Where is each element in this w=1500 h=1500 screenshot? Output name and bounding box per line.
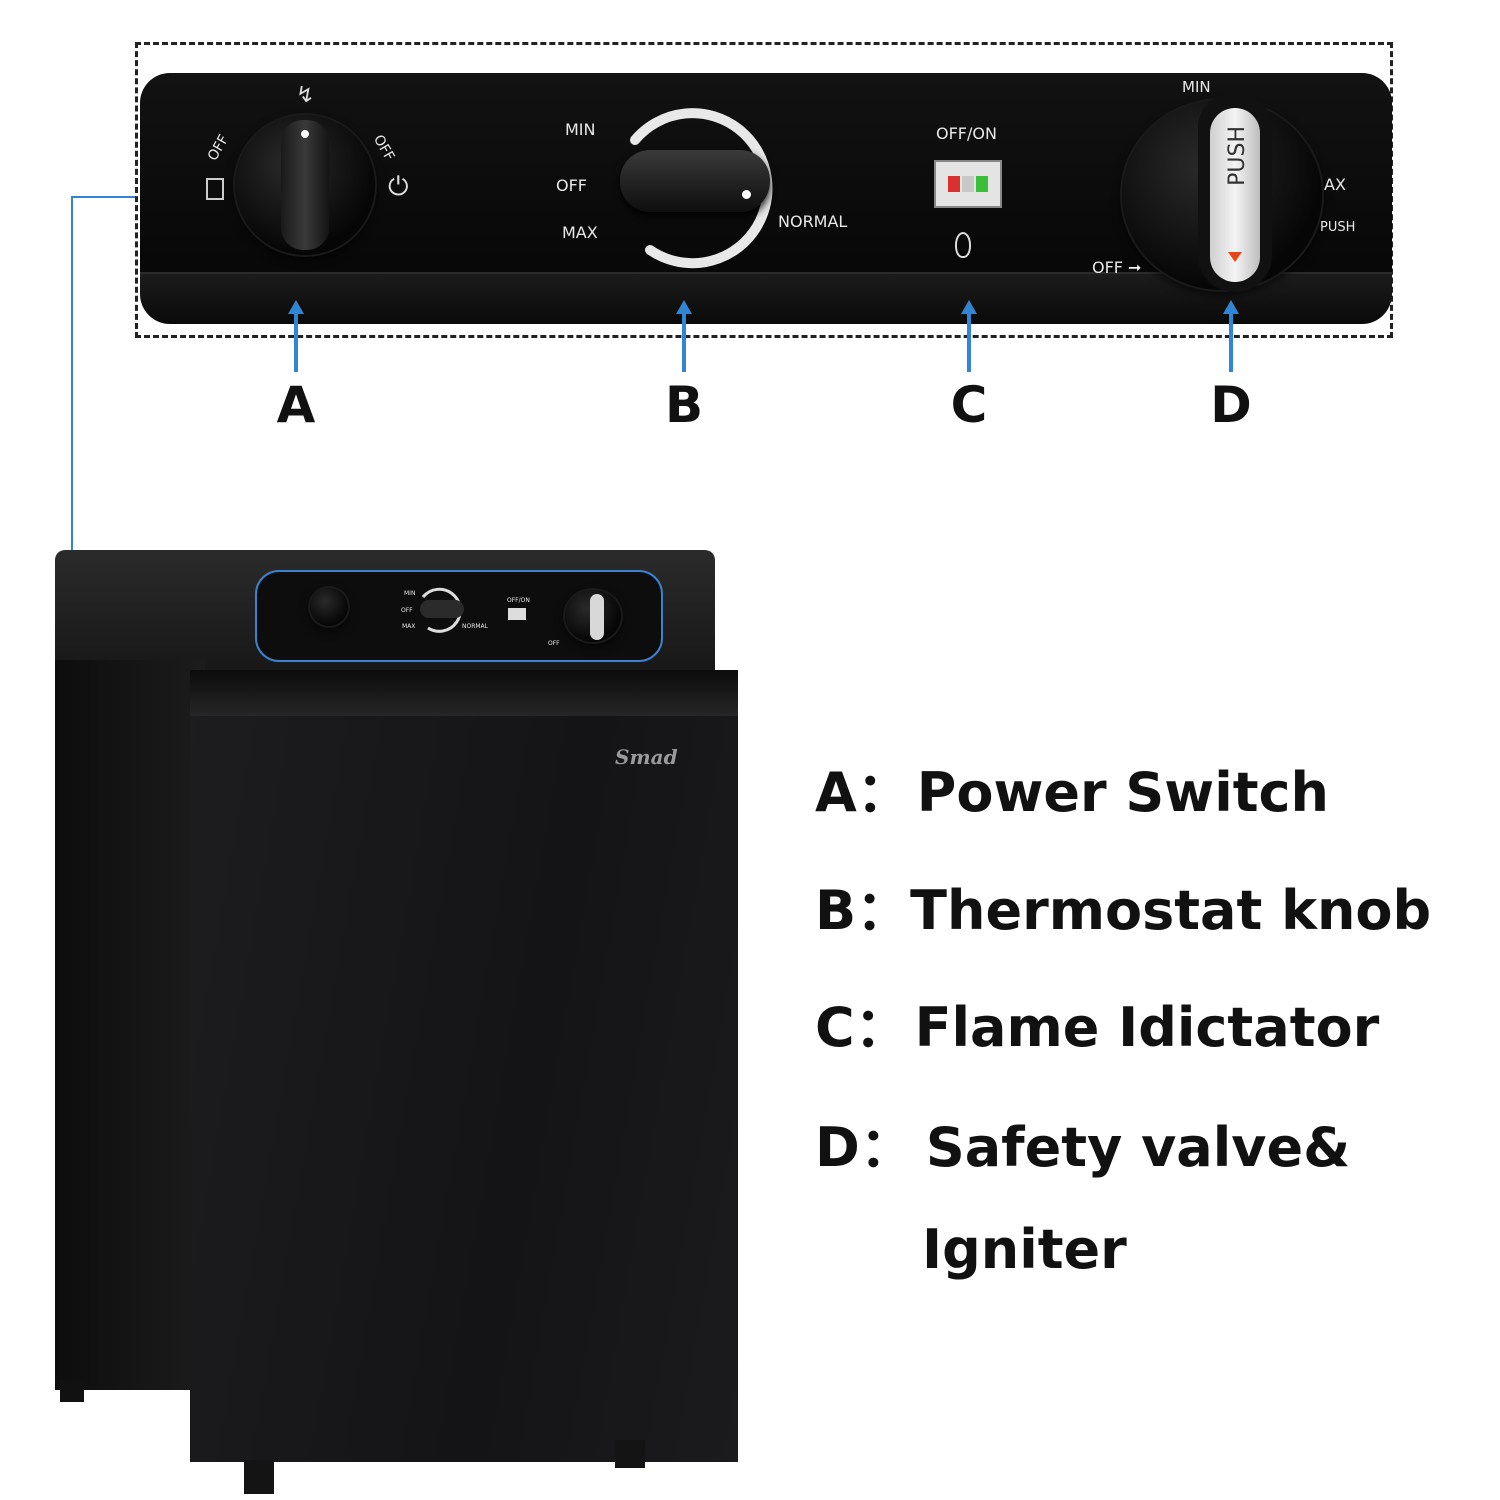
flame-indicator-window <box>934 160 1002 208</box>
mini-thermostat-knob <box>420 600 464 618</box>
legend-sep: ： <box>854 996 909 1059</box>
thermostat-off-label: OFF <box>556 176 587 195</box>
safety-valve-knob[interactable]: PUSH <box>1122 92 1322 292</box>
legend-text: Igniter <box>922 1218 1127 1281</box>
mini-max-label: MAX <box>402 623 416 630</box>
mini-safety-valve-pill <box>590 594 604 640</box>
mini-d-off-label: OFF <box>548 640 560 647</box>
legend-text: Safety valve& <box>925 1116 1351 1179</box>
safety-valve-off-arrow-icon: ➞ <box>1128 258 1142 277</box>
callout-letter-c: C <box>950 376 988 434</box>
legend-text: Flame Idictator <box>914 996 1380 1059</box>
flame-indicator-label: OFF/ON <box>936 124 997 143</box>
safety-valve-min-label: MIN <box>1182 78 1211 96</box>
fridge-foot-front-left <box>244 1460 274 1494</box>
legend-letter: D <box>815 1116 860 1179</box>
thermostat-min-label: MIN <box>565 120 596 139</box>
callout-arrow-c-head <box>961 300 977 314</box>
safety-valve-max-label: AX <box>1324 175 1346 194</box>
legend-letter: B <box>815 879 857 942</box>
legend-sep: ： <box>856 761 911 824</box>
callout-letter-a: A <box>276 376 316 434</box>
callout-arrow-d-head <box>1223 300 1239 314</box>
legend-letter: A <box>815 761 857 824</box>
callout-arrow-a-head <box>288 300 304 314</box>
safety-valve-push-label: PUSH <box>1320 220 1356 235</box>
callout-letter-d: D <box>1210 376 1252 434</box>
fridge-side <box>55 660 205 1390</box>
mini-power-switch-knob <box>310 588 348 626</box>
legend-item-a: A：Power Switch <box>815 748 1329 827</box>
callout-arrow-b-line <box>682 312 686 372</box>
legend-letter: C <box>815 996 855 1059</box>
legend-text: Power Switch <box>916 761 1329 824</box>
legend-item-d: D：Safety valve& <box>815 1103 1350 1182</box>
mini-indicator-window <box>508 608 526 620</box>
callout-arrow-c-line <box>967 312 971 372</box>
gas-flame-icon: ↯ <box>296 83 315 108</box>
safety-valve-off-label: OFF <box>1092 258 1123 277</box>
thermostat-normal-label: NORMAL <box>778 212 848 231</box>
flame-icon <box>955 232 971 258</box>
legend-item-d-continued: Igniter <box>922 1218 1127 1281</box>
legend-item-c: C：Flame Idictator <box>815 983 1379 1062</box>
thermostat-knob[interactable] <box>620 150 770 212</box>
legend-sep: ： <box>856 879 911 942</box>
thermostat-max-label: MAX <box>562 223 598 242</box>
legend-sep: ： <box>859 1116 914 1179</box>
battery-icon <box>206 178 224 200</box>
fridge-brand-logo: Smad <box>615 745 678 769</box>
control-panel-lip <box>140 272 1392 324</box>
mini-off-label: OFF <box>401 607 413 614</box>
fridge-foot-front-right <box>615 1440 645 1468</box>
fridge-door-handle[interactable] <box>190 670 738 716</box>
legend-text: Thermostat knob <box>910 879 1432 942</box>
callout-arrow-d-line <box>1229 312 1233 372</box>
power-switch-knob[interactable] <box>235 115 375 255</box>
mini-min-label: MIN <box>404 590 416 597</box>
callout-arrow-a-line <box>294 312 298 372</box>
plug-icon: ⏻ <box>388 172 409 202</box>
mini-normal-label: NORMAL <box>462 623 489 630</box>
callout-letter-b: B <box>664 376 704 434</box>
safety-valve-arrow-icon <box>1228 252 1242 262</box>
fridge-door[interactable] <box>190 670 738 1462</box>
safety-valve-push-text: PUSH <box>1225 126 1250 186</box>
mini-indicator-label: OFF/ON <box>507 597 530 604</box>
fridge-foot-left <box>60 1380 84 1402</box>
legend-item-b: B：Thermostat knob <box>815 866 1431 945</box>
callout-arrow-b-head <box>676 300 692 314</box>
